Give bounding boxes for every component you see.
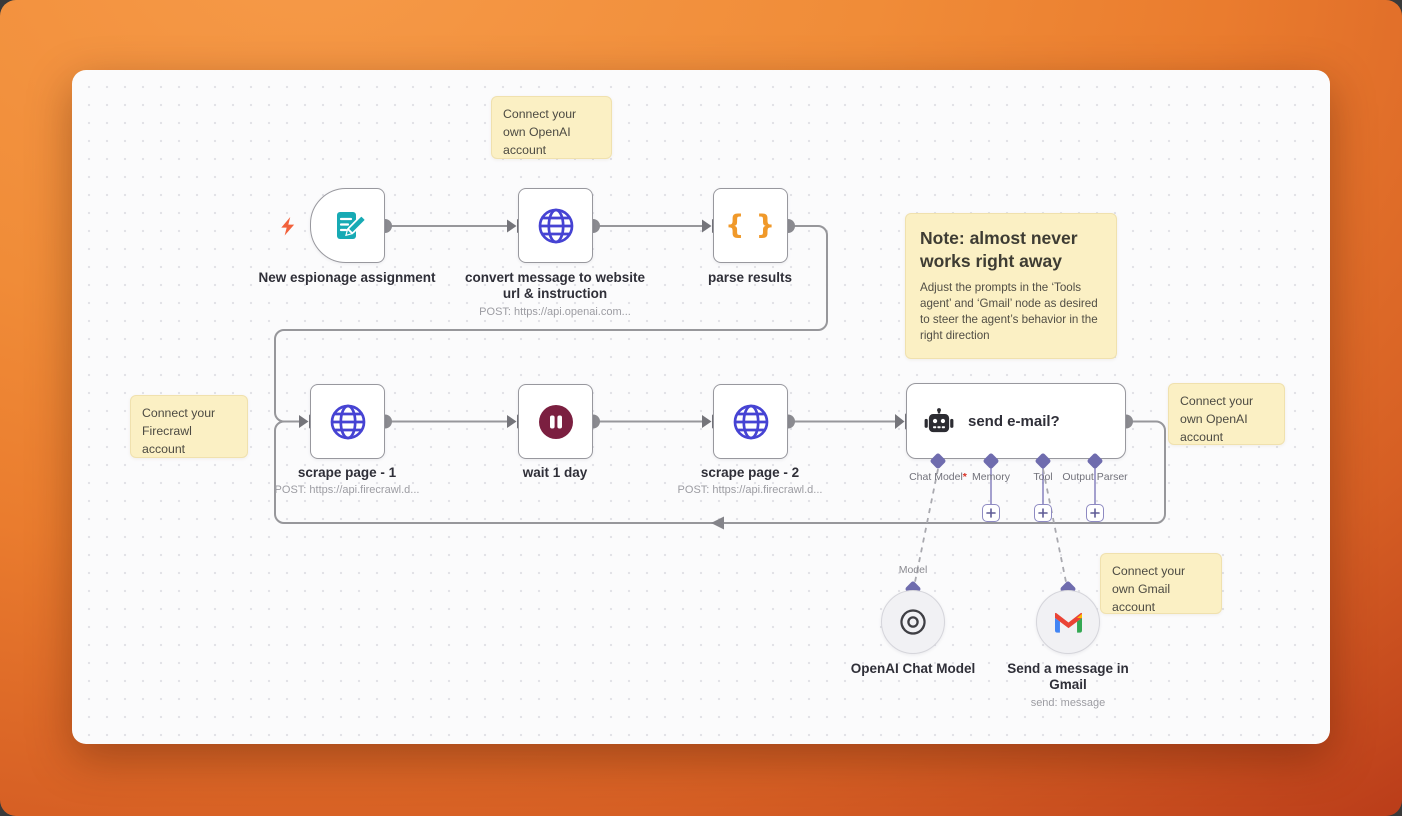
required-asterisk: * <box>962 471 967 483</box>
port-label-memory: Memory <box>972 471 1010 483</box>
node-scrape-page-1[interactable] <box>310 384 385 459</box>
label-new-espionage-assignment: New espionage assignment <box>258 270 436 285</box>
label-parse-results: parse results <box>707 270 793 285</box>
sticky-text: Connect your own OpenAI account <box>1180 394 1254 444</box>
plus-icon <box>1090 508 1100 518</box>
node-scrape-page-2[interactable] <box>713 384 788 459</box>
port-label-output-parser: Output Parser <box>1062 471 1128 483</box>
label-scrape-page-2: scrape page - 2 POST: https://api.firecr… <box>677 465 823 497</box>
node-openai-chat-model[interactable] <box>881 590 945 654</box>
add-tool-button[interactable] <box>1034 504 1052 522</box>
globe-icon <box>330 404 365 439</box>
globe-icon <box>733 404 768 439</box>
dashed-links[interactable] <box>914 468 1067 583</box>
node-send-email-agent[interactable]: send e-mail? <box>906 383 1126 459</box>
sticky-text: Connect your own Gmail account <box>1112 564 1186 614</box>
add-output-parser-button[interactable] <box>1086 504 1104 522</box>
edges-layer <box>274 219 1166 583</box>
input-connectors <box>299 219 910 430</box>
globe-icon <box>538 208 573 243</box>
label-openai-chat-model: OpenAI Chat Model <box>850 661 976 676</box>
robot-icon <box>924 407 954 432</box>
document-edit-icon <box>336 211 365 239</box>
label-convert-message: convert message to website url & instruc… <box>464 270 646 318</box>
node-convert-message[interactable] <box>518 188 593 263</box>
label-wait-1-day: wait 1 day <box>522 465 588 480</box>
trigger-bolt-icon <box>281 217 295 236</box>
sticky-text: Connect your Firecrawl account <box>142 406 216 456</box>
port-label-tool: Tool <box>1033 471 1053 483</box>
sticky-openai-top[interactable]: Connect your own OpenAI account <box>491 96 612 159</box>
loop-arrowhead <box>711 516 724 530</box>
openai-logo-icon <box>900 609 926 635</box>
label-send-gmail: Send a message in Gmail send: message <box>1007 661 1129 709</box>
node-wait-1-day[interactable] <box>518 384 593 459</box>
model-port-label: Model <box>898 564 928 576</box>
sticky-openai-right[interactable]: Connect your own OpenAI account <box>1168 383 1285 445</box>
sticky-note-title: Note: almost never works right away <box>920 228 1078 271</box>
braces-icon: { } <box>725 210 776 241</box>
sticky-note-warning[interactable]: Note: almost never works right away Adju… <box>905 213 1117 359</box>
workflow-canvas[interactable]: Connect your own OpenAI account Note: al… <box>72 70 1330 744</box>
pause-icon <box>538 404 573 439</box>
sticky-text: Connect your own OpenAI account <box>503 107 577 157</box>
label-scrape-page-1: scrape page - 1 POST: https://api.firecr… <box>274 465 420 497</box>
agent-title: send e-mail? <box>968 412 1060 430</box>
plus-icon <box>1038 508 1048 518</box>
sticky-gmail[interactable]: Connect your own Gmail account <box>1100 553 1222 614</box>
add-memory-button[interactable] <box>982 504 1000 522</box>
port-label-chat-model: Chat Model* <box>909 471 967 483</box>
sticky-firecrawl[interactable]: Connect your Firecrawl account <box>130 395 248 458</box>
node-parse-results[interactable]: { } <box>713 188 788 263</box>
gmail-logo-icon <box>1054 612 1082 633</box>
sticky-note-body: Adjust the prompts in the ‘Tools agent’ … <box>920 280 1098 343</box>
node-send-gmail[interactable] <box>1036 590 1100 654</box>
node-new-espionage-assignment[interactable] <box>310 188 385 263</box>
plus-icon <box>986 508 996 518</box>
